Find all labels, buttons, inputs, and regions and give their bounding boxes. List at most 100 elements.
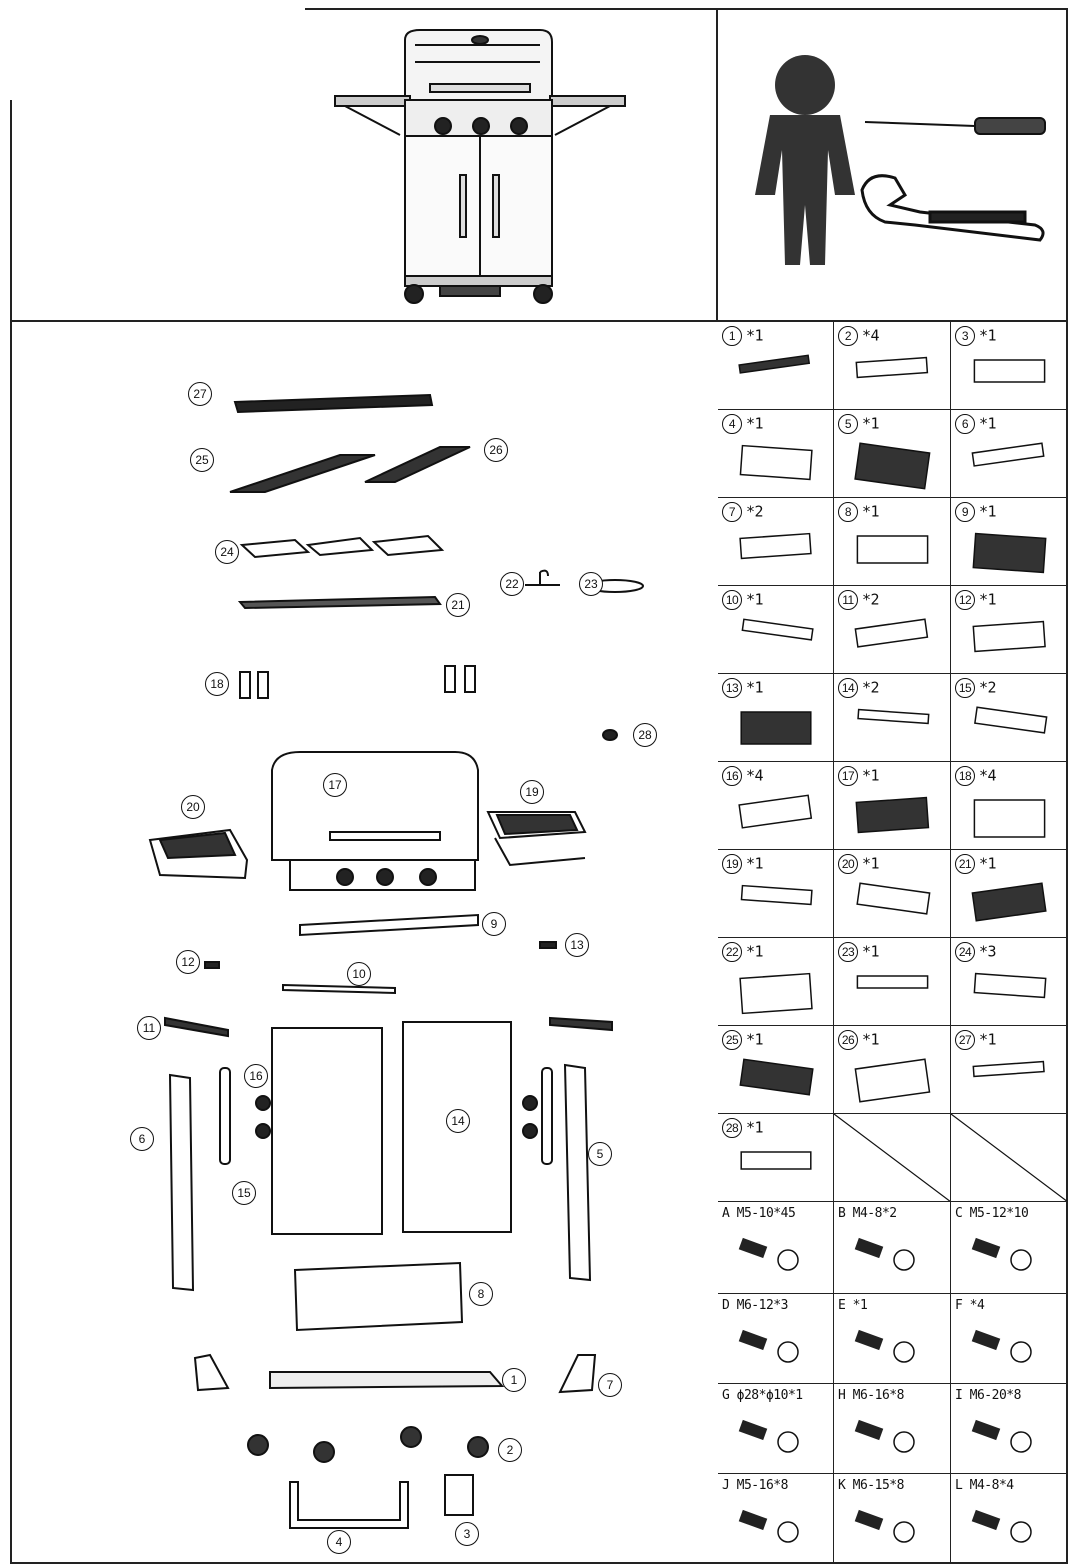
part-number: 9 [955, 502, 975, 522]
part-number: 3 [955, 326, 975, 346]
bolt-icon [738, 1237, 799, 1271]
callout-14: 14 [446, 1109, 470, 1133]
bolt-icon [971, 1419, 1032, 1453]
part-number: 1 [722, 326, 742, 346]
part-cell: 24*3 [951, 938, 1068, 1026]
hardware-cell: F *4 [951, 1294, 1068, 1384]
part-number: 17 [838, 766, 858, 786]
part-cell: 6*1 [951, 410, 1068, 498]
part-label: 1*1 [722, 326, 764, 346]
callout-17: 17 [323, 773, 347, 797]
part-cell: 19*1 [718, 850, 834, 938]
callout-5: 5 [588, 1142, 612, 1166]
bolt-icon [971, 1509, 1032, 1543]
hardware-label: F *4 [955, 1298, 985, 1313]
hardware-cell: A M5-10*45 [718, 1202, 834, 1294]
callout-2: 2 [498, 1438, 522, 1462]
callout-15: 15 [232, 1181, 256, 1205]
part-sketch [855, 356, 929, 379]
part-sketch [738, 794, 813, 829]
part-sketch [856, 882, 931, 915]
part-number: 6 [955, 414, 975, 434]
part-quantity: *1 [979, 414, 997, 433]
callout-4: 4 [327, 1530, 351, 1554]
hardware-label: A M5-10*45 [722, 1206, 796, 1221]
part-cell: 2*4 [834, 322, 951, 410]
part-sketch [854, 1058, 931, 1103]
hardware-label: E *1 [838, 1298, 868, 1313]
part-sketch [739, 532, 812, 560]
part-label: 26*1 [838, 1030, 880, 1050]
part-cell: 3*1 [951, 322, 1068, 410]
hardware-label: C M5-12*10 [955, 1206, 1029, 1221]
hardware-cell: I M6-20*8 [951, 1384, 1068, 1474]
part-cell: 18*4 [951, 762, 1068, 850]
part-number: 14 [838, 678, 858, 698]
part-number: 23 [838, 942, 858, 962]
part-number: 2 [838, 326, 858, 346]
part-cell: 23*1 [834, 938, 951, 1026]
part-label: 28*1 [722, 1118, 764, 1138]
part-sketch [739, 1058, 814, 1096]
assembled-grill-illustration [334, 29, 626, 304]
part-label: 7*2 [722, 502, 764, 522]
part-cell: 8*1 [834, 498, 951, 586]
part-cell: 10*1 [718, 586, 834, 674]
part-label: 19*1 [722, 854, 764, 874]
part-label: 27*1 [955, 1030, 997, 1050]
part-quantity: *1 [746, 1118, 764, 1137]
part-label: 21*1 [955, 854, 997, 874]
part-sketch [972, 620, 1046, 653]
bolt-icon [738, 1329, 799, 1363]
part-number: 7 [722, 502, 742, 522]
callout-21: 21 [446, 593, 470, 617]
part-label: 6*1 [955, 414, 997, 434]
part-number: 26 [838, 1030, 858, 1050]
callout-26: 26 [484, 438, 508, 462]
part-quantity: *1 [746, 326, 764, 345]
bolt-icon [854, 1329, 915, 1363]
part-quantity: *4 [979, 766, 997, 785]
part-cell: 17*1 [834, 762, 951, 850]
part-label: 5*1 [838, 414, 880, 434]
hardware-cell: K M6-15*8 [834, 1474, 951, 1564]
callout-24: 24 [215, 540, 239, 564]
hardware-label: I M6-20*8 [955, 1388, 1021, 1403]
part-cell: 27*1 [951, 1026, 1068, 1114]
part-number: 15 [955, 678, 975, 698]
part-sketch [854, 442, 931, 490]
part-sketch [974, 706, 1048, 734]
part-sketch [856, 535, 929, 564]
part-quantity: *1 [979, 590, 997, 609]
part-cell: 11*2 [834, 586, 951, 674]
part-label: 16*4 [722, 766, 764, 786]
bolt-icon [854, 1237, 915, 1271]
part-quantity: *1 [746, 590, 764, 609]
callout-8: 8 [469, 1282, 493, 1306]
part-number: 12 [955, 590, 975, 610]
part-label: 17*1 [838, 766, 880, 786]
part-cell: 7*2 [718, 498, 834, 586]
hardware-label: B M4-8*2 [838, 1206, 897, 1221]
exploded-view-illustration [148, 393, 644, 1529]
part-quantity: *1 [746, 678, 764, 697]
hardware-label: H M6-16*8 [838, 1388, 904, 1403]
part-quantity: *1 [746, 854, 764, 873]
part-quantity: *2 [862, 590, 880, 609]
hardware-cell: B M4-8*2 [834, 1202, 951, 1294]
part-number: 27 [955, 1030, 975, 1050]
part-label: 25*1 [722, 1030, 764, 1050]
part-number: 25 [722, 1030, 742, 1050]
part-sketch [972, 532, 1047, 574]
part-quantity: *4 [746, 766, 764, 785]
part-number: 18 [955, 766, 975, 786]
part-quantity: *1 [862, 766, 880, 785]
callout-25: 25 [190, 448, 214, 472]
part-number: 5 [838, 414, 858, 434]
part-cell: 21*1 [951, 850, 1068, 938]
part-sketch [856, 975, 929, 989]
part-quantity: *2 [746, 502, 764, 521]
part-cell: 4*1 [718, 410, 834, 498]
part-quantity: *1 [979, 326, 997, 345]
hardware-cell: J M5-16*8 [718, 1474, 834, 1564]
